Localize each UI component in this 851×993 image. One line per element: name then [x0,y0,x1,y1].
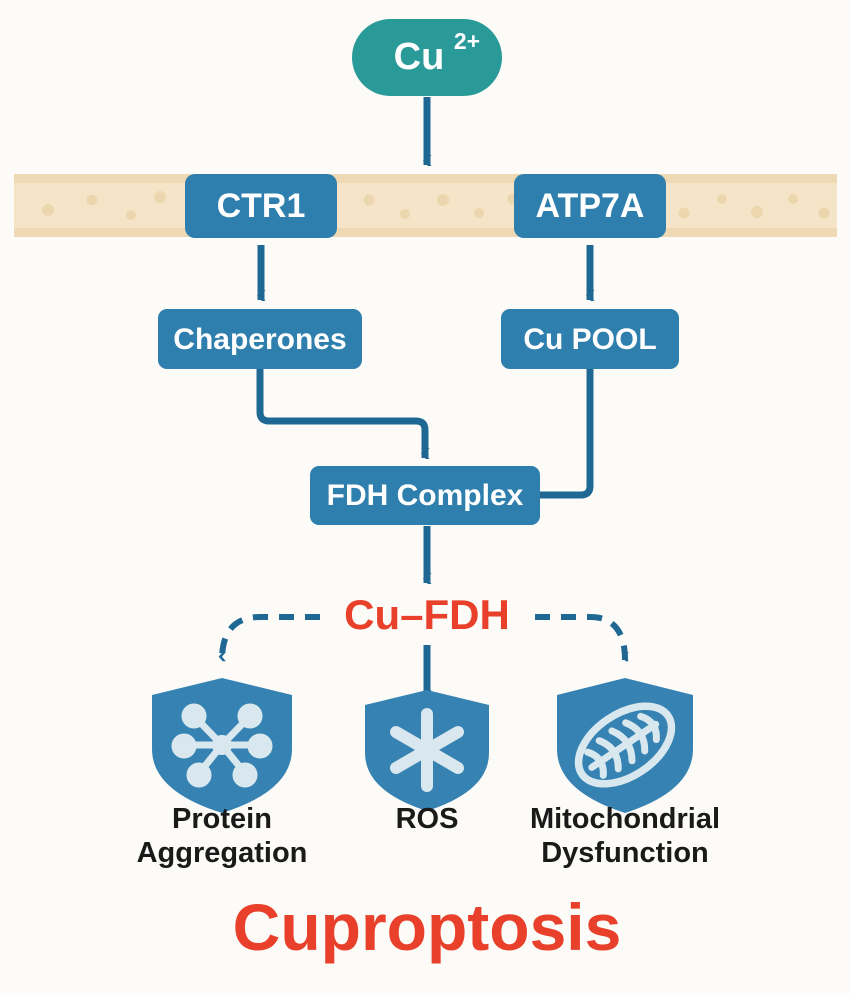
fdh-complex-label: FDH Complex [327,479,524,512]
cu2plus-pill-shape [352,19,502,96]
cu-fdh-label: Cu–FDH [344,591,510,638]
cell-membrane [14,174,837,237]
mitochondrial-dysfunction-label-line2: Dysfunction [541,837,709,869]
dashed-branch-group [218,614,629,662]
ctr1-label: CTR1 [217,187,306,225]
ctr1-node[interactable]: CTR1 [185,174,337,238]
cu-pool-box-shape [501,309,679,369]
cu2plus-node[interactable]: Cu 2+ [352,19,502,96]
ros-label-line1: ROS [396,803,459,835]
ctr1-box-shape [185,174,337,238]
protein-aggregation-label-line2: Aggregation [137,837,308,869]
ros-burst-icon [390,708,464,792]
cu2plus-label: Cu [394,36,445,78]
atp7a-box-shape [514,174,666,238]
mitochondrial-dysfunction-label-line1: Mitochondrial [530,803,720,835]
protein-aggregation-outcome[interactable]: Protein Aggregation [137,678,308,869]
edge-cupool-to-fdh [540,369,594,499]
membrane-dots [42,191,830,220]
protein-aggregation-icon [171,703,273,788]
chaperones-label: Chaperones [173,323,346,356]
edge-cufdh-to-mitochondrial-dysfunction [535,614,629,662]
atp7a-label: ATP7A [536,187,645,225]
protein-aggregation-label-line1: Protein [172,803,272,835]
mitochondrial-dysfunction-outcome[interactable]: Mitochondrial Dysfunction [530,678,720,869]
chaperones-node[interactable]: Chaperones [158,309,362,369]
cu-pool-label: Cu POOL [523,323,656,356]
fdh-complex-node[interactable]: FDH Complex [310,466,540,525]
connector-group [256,97,595,701]
edge-cufdh-to-protein-aggregation [218,614,320,662]
atp7a-node[interactable]: ATP7A [514,174,666,238]
figure-title: Cuproptosis [233,890,622,964]
cu-pool-node[interactable]: Cu POOL [501,309,679,369]
fdh-complex-box-shape [310,466,540,525]
edge-chaperones-to-fdh [256,369,430,459]
ros-outcome[interactable]: ROS [365,690,489,835]
chaperones-box-shape [158,309,362,369]
mitochondrion-icon [574,702,676,788]
cu2plus-superscript: 2+ [454,28,480,54]
